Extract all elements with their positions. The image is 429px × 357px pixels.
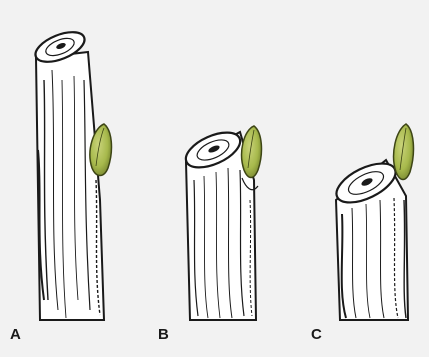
- bud-c: [394, 124, 414, 180]
- stem-a: [31, 26, 111, 320]
- panel-label-a: A: [10, 327, 21, 342]
- stem-c: [331, 124, 414, 320]
- stem-b: [181, 125, 262, 320]
- stem-a-body: [36, 52, 104, 320]
- panel-label-c: C: [311, 327, 322, 342]
- bud-b: [242, 126, 262, 178]
- panel-label-b: B: [158, 327, 169, 342]
